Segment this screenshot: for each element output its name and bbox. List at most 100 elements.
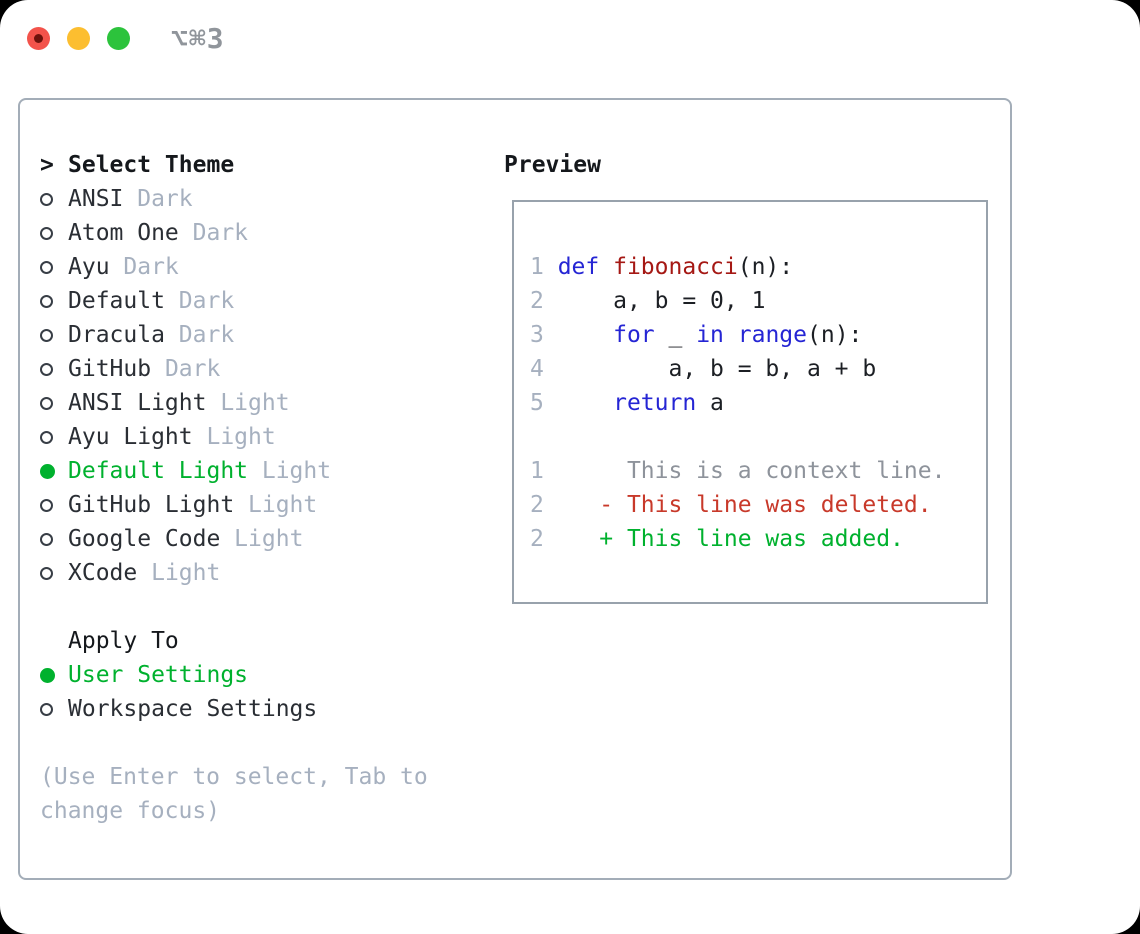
radio-glyph: [40, 362, 53, 376]
code-token: a, b = 0, 1: [557, 288, 766, 314]
radio-icon[interactable]: [40, 294, 68, 308]
theme-item[interactable]: Google Code Light: [40, 522, 480, 556]
code-token: [724, 322, 738, 348]
theme-name: Default Light: [68, 458, 249, 484]
radio-icon[interactable]: [40, 226, 68, 240]
code-line: 4 a, b = b, a + b: [530, 352, 986, 386]
theme-variant: Dark: [151, 356, 221, 382]
close-button-icon[interactable]: [27, 26, 50, 50]
code-line: 5 return a: [530, 386, 986, 420]
code-line: 2 + This line was added.: [530, 522, 986, 556]
theme-item[interactable]: Default Light Light: [40, 454, 480, 488]
radio-glyph: [40, 430, 53, 444]
radio-icon[interactable]: [40, 260, 68, 274]
theme-item[interactable]: ANSI Dark: [40, 182, 480, 216]
window-title: ⌥⌘3: [171, 21, 225, 55]
theme-name: Ayu: [68, 254, 110, 280]
radio-icon[interactable]: [40, 396, 68, 410]
theme-name: XCode: [68, 560, 138, 586]
radio-glyph: [40, 463, 55, 479]
theme-name: Default: [68, 288, 165, 314]
theme-variant: Light: [220, 526, 304, 552]
code-token: [558, 492, 600, 518]
code-token: - This line was deleted.: [599, 492, 932, 518]
radio-icon[interactable]: [40, 498, 68, 512]
code-line: 2 a, b = 0, 1: [530, 284, 986, 318]
code-token: a: [696, 390, 724, 416]
theme-name: GitHub: [68, 356, 152, 382]
code-token: + This line was added.: [599, 526, 904, 552]
theme-name: Atom One: [68, 220, 179, 246]
theme-item[interactable]: Dracula Dark: [40, 318, 480, 352]
theme-list-header: > Select Theme: [40, 148, 480, 182]
code-token: (n):: [737, 254, 794, 280]
apply-to-option[interactable]: User Settings: [40, 658, 480, 692]
code-token: [558, 526, 600, 552]
preview-title: Preview: [504, 152, 601, 178]
titlebar: ⌥⌘3: [27, 22, 225, 55]
code-token: [558, 322, 613, 348]
radio-icon[interactable]: [40, 532, 68, 546]
code-line: [530, 420, 986, 454]
code-token: [558, 390, 613, 416]
code-token: 5: [530, 390, 558, 416]
theme-name: GitHub Light: [68, 492, 235, 518]
radio-glyph: [40, 328, 53, 342]
prompt-icon: >: [40, 152, 54, 178]
code-token: range: [737, 322, 807, 348]
apply-to-label: User Settings: [68, 662, 249, 688]
theme-item[interactable]: GitHub Light Light: [40, 488, 480, 522]
radio-icon[interactable]: [40, 430, 68, 444]
radio-glyph: [40, 532, 53, 546]
theme-name: Google Code: [68, 526, 221, 552]
theme-name: ANSI Light: [68, 390, 207, 416]
theme-variant: Light: [248, 458, 332, 484]
radio-selected-icon[interactable]: [40, 667, 68, 683]
theme-item[interactable]: Default Dark: [40, 284, 480, 318]
radio-icon[interactable]: [40, 328, 68, 342]
radio-icon[interactable]: [40, 702, 68, 716]
theme-name: Ayu Light: [68, 424, 193, 450]
apply-to-option[interactable]: Workspace Settings: [40, 692, 480, 726]
theme-item[interactable]: ANSI Light Light: [40, 386, 480, 420]
theme-list-title: Select Theme: [68, 152, 235, 178]
radio-icon[interactable]: [40, 362, 68, 376]
radio-glyph: [40, 226, 53, 240]
radio-glyph: [40, 260, 53, 274]
code-line: 1 def fibonacci(n):: [530, 250, 986, 284]
theme-variant: Dark: [123, 186, 193, 212]
code-token: 1: [530, 458, 558, 484]
code-line: 2 - This line was deleted.: [530, 488, 986, 522]
radio-selected-icon[interactable]: [40, 463, 68, 479]
theme-variant: Dark: [109, 254, 179, 280]
code-token: a, b = b, a + b: [557, 356, 877, 382]
code-token: 1: [530, 254, 558, 280]
radio-glyph: [40, 498, 53, 512]
apply-to-header: Apply To: [40, 624, 480, 658]
radio-glyph: [40, 667, 55, 683]
theme-item[interactable]: Atom One Dark: [40, 216, 480, 250]
theme-variant: Dark: [178, 220, 249, 246]
theme-item[interactable]: Ayu Light Light: [40, 420, 480, 454]
radio-icon[interactable]: [40, 192, 68, 206]
keyboard-hint: (Use Enter to select, Tab to change focu…: [40, 764, 428, 824]
radio-glyph: [40, 566, 53, 580]
minimize-button-icon[interactable]: [67, 26, 90, 50]
theme-name: ANSI: [68, 186, 124, 212]
code-token: (n):: [807, 322, 863, 348]
theme-item[interactable]: Ayu Dark: [40, 250, 480, 284]
code-token: in: [696, 322, 724, 348]
code-token: 2: [530, 288, 558, 314]
radio-icon[interactable]: [40, 566, 68, 580]
theme-item[interactable]: XCode Light: [40, 556, 480, 590]
zoom-button-icon[interactable]: [107, 26, 130, 50]
theme-item[interactable]: GitHub Dark: [40, 352, 480, 386]
theme-variant: Dark: [164, 288, 235, 314]
apply-to-label: Workspace Settings: [68, 696, 318, 722]
radio-glyph: [40, 702, 53, 716]
code-line: 3 for _ in range(n):: [530, 318, 986, 352]
